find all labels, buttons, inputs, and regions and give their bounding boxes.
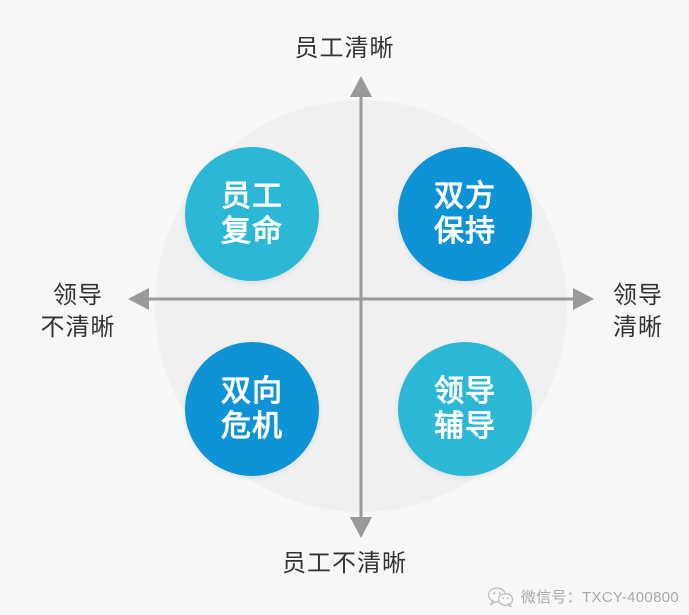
- axis-label-top: 员工清晰: [0, 33, 689, 65]
- quadrant-label-line2: 复命: [221, 215, 283, 248]
- quadrant-label-line1: 员工: [221, 179, 283, 213]
- quadrant-bubble-top-right[interactable]: 双方 保持: [398, 147, 532, 281]
- axis-label-left: 领导 不清晰: [18, 280, 138, 344]
- axis-arrow-right-icon: [573, 288, 594, 310]
- quadrant-label-line1: 双方: [434, 179, 496, 213]
- quadrant-label-line2: 保持: [434, 215, 496, 248]
- quadrant-bubble-bottom-left[interactable]: 双向 危机: [185, 342, 319, 476]
- watermark: 微信号：TXCY-400800: [487, 586, 679, 607]
- quadrant-bubble-bottom-right[interactable]: 领导 辅导: [398, 342, 532, 476]
- axis-label-right: 领导 清晰: [592, 280, 684, 344]
- watermark-text: 微信号：TXCY-400800: [520, 589, 679, 606]
- quadrant-label-line2: 辅导: [434, 410, 496, 443]
- wechat-icon: [487, 586, 513, 607]
- axis-label-right-line2: 清晰: [613, 313, 663, 341]
- axis-arrow-up-icon: [350, 76, 372, 97]
- quadrant-label-line1: 双向: [221, 374, 283, 408]
- axis-label-left-line1: 领导: [53, 282, 103, 309]
- quadrant-label-line1: 领导: [434, 374, 496, 408]
- axis-label-right-line1: 领导: [613, 282, 663, 309]
- axis-label-top-text: 员工清晰: [294, 35, 395, 62]
- quadrant-bubble-top-left[interactable]: 员工 复命: [185, 147, 319, 281]
- axis-label-bottom-text: 员工不清晰: [282, 550, 407, 577]
- axis-label-bottom: 员工不清晰: [0, 548, 689, 580]
- axis-arrow-down-icon: [350, 517, 372, 538]
- axis-label-left-line2: 不清晰: [40, 313, 116, 341]
- quadrant-label-line2: 危机: [221, 410, 283, 443]
